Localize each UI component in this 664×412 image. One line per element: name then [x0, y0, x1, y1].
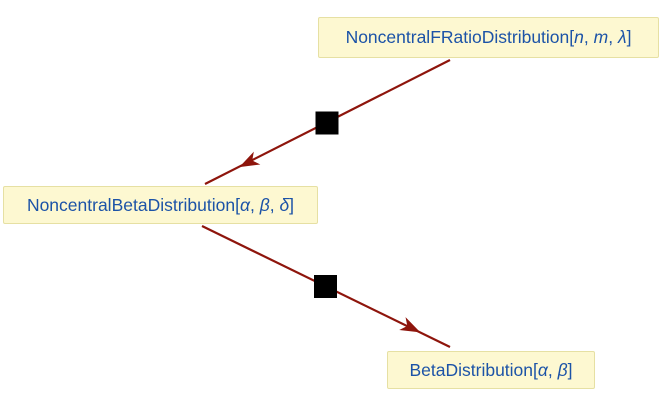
param-lambda: λ [617, 27, 627, 47]
bracket-open: [ [569, 27, 575, 47]
param-alpha: α [537, 359, 548, 380]
distribution-name: NoncentralBetaDistribution [26, 194, 236, 215]
separator: , [269, 194, 280, 215]
separator: , [608, 27, 618, 47]
bracket-open: [ [235, 194, 240, 215]
param-beta: β [259, 194, 270, 215]
node-noncentral-fratio-distribution[interactable]: NoncentralFRatioDistribution[n, m, λ] [318, 17, 659, 58]
param-n: n [574, 27, 584, 47]
distribution-name: NoncentralFRatioDistribution [345, 27, 570, 47]
bracket-close: ] [626, 27, 632, 47]
bracket-close: ] [567, 359, 573, 380]
arrowhead-icon [239, 151, 261, 168]
param-m: m [593, 27, 609, 47]
square-marker-icon [315, 111, 339, 135]
node-beta-distribution[interactable]: BetaDistribution[α, β] [387, 351, 595, 389]
separator: , [583, 27, 594, 47]
param-alpha: α [239, 194, 250, 215]
square-marker-icon [314, 275, 337, 298]
arrowhead-icon [399, 317, 421, 333]
bracket-close: ] [289, 194, 295, 215]
param-delta: δ [279, 194, 290, 215]
node-noncentral-beta-distribution[interactable]: NoncentralBetaDistribution[α, β, δ] [3, 186, 318, 224]
distribution-name: BetaDistribution [409, 359, 534, 380]
separator: , [547, 359, 558, 380]
separator: , [249, 194, 260, 215]
param-beta: β [557, 359, 568, 380]
bracket-open: [ [533, 359, 538, 380]
